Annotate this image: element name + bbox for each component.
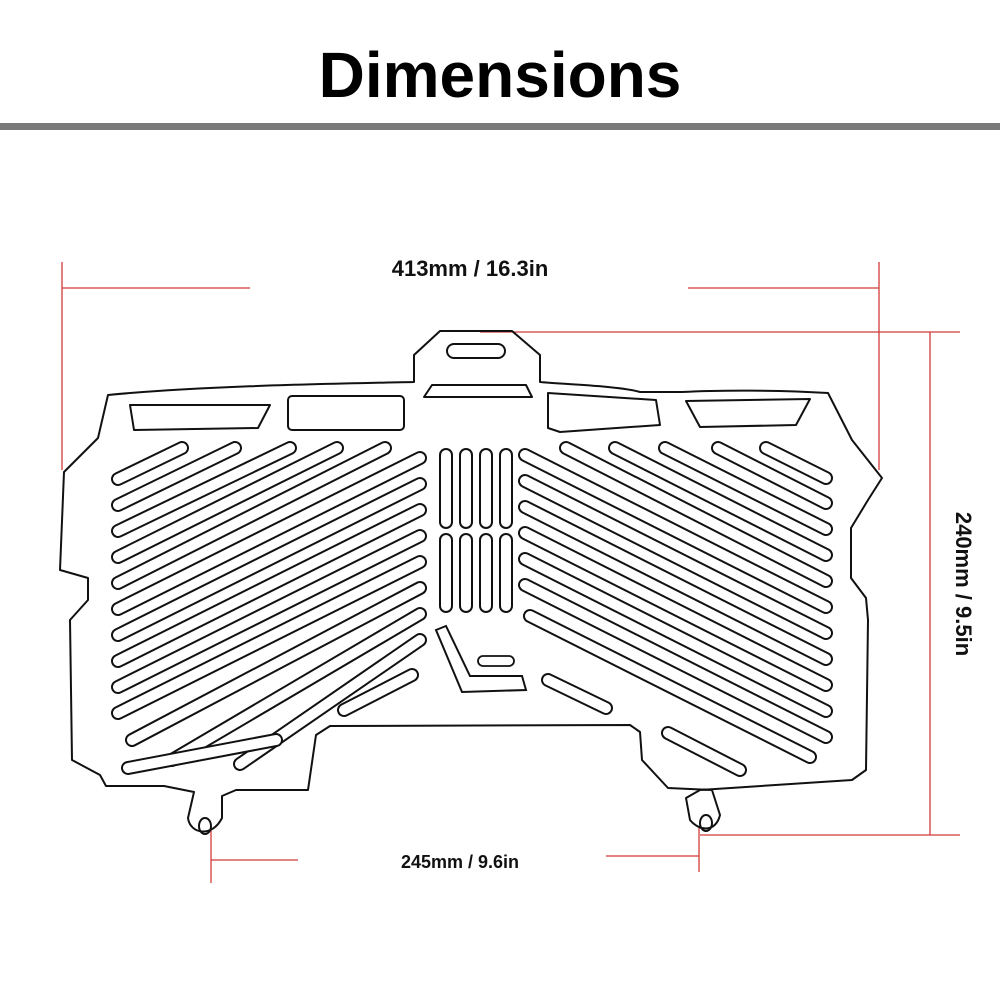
title-divider bbox=[0, 123, 1000, 130]
slot-r1 bbox=[520, 450, 831, 612]
width-dimension-label: 413mm / 16.3in bbox=[391, 256, 549, 281]
slot-r7 bbox=[525, 611, 815, 762]
slot-r3 bbox=[520, 502, 831, 664]
center-logo-l bbox=[434, 624, 528, 694]
top-slot-2 bbox=[287, 395, 405, 431]
slot-l5 bbox=[113, 443, 390, 588]
dimension-lines bbox=[61, 262, 960, 883]
slot-r10 bbox=[610, 443, 831, 560]
slot-l6 bbox=[113, 453, 425, 614]
slot-r8 bbox=[543, 675, 611, 713]
slot-r11 bbox=[660, 443, 831, 534]
top-tab-slot bbox=[446, 343, 506, 359]
slot-l11 bbox=[127, 583, 425, 745]
slot-r6 bbox=[520, 580, 831, 742]
slot-l15 bbox=[123, 735, 281, 773]
slot-l8 bbox=[113, 505, 425, 666]
slot-r12 bbox=[713, 443, 831, 508]
center-logo-dash bbox=[477, 655, 515, 667]
slot-l1 bbox=[113, 443, 187, 484]
slot-r14 bbox=[663, 728, 745, 775]
page-title: Dimensions bbox=[318, 39, 682, 111]
top-slot-4 bbox=[685, 398, 811, 428]
top-slot-1 bbox=[129, 404, 271, 431]
slot-l14 bbox=[339, 670, 417, 715]
slot-r2 bbox=[520, 476, 831, 638]
top-chevron-slot bbox=[423, 384, 533, 398]
slot-r5 bbox=[520, 554, 831, 716]
left-diagonal-slots bbox=[111, 441, 427, 775]
center-vertical-slots bbox=[439, 448, 513, 613]
mount-hole-left bbox=[198, 817, 212, 835]
right-diagonal-slots bbox=[518, 441, 833, 777]
slot-l7 bbox=[113, 479, 425, 640]
guard-outline bbox=[59, 330, 883, 835]
slot-l3 bbox=[113, 443, 295, 536]
slot-l10 bbox=[113, 557, 425, 718]
top-slot-3 bbox=[547, 392, 661, 433]
mount-spacing-dimension-label: 245mm / 9.6in bbox=[400, 852, 520, 872]
vent-slots bbox=[111, 441, 833, 777]
slot-l9 bbox=[113, 531, 425, 692]
slot-r9 bbox=[561, 443, 831, 586]
slot-l2 bbox=[113, 443, 240, 510]
mount-hole-right bbox=[699, 814, 713, 832]
height-dimension-label: 240mm / 9.5in bbox=[951, 511, 976, 657]
slot-r13 bbox=[761, 443, 831, 483]
guard-body-outline bbox=[59, 330, 883, 833]
slot-r4 bbox=[520, 528, 831, 690]
slot-l12 bbox=[167, 609, 425, 765]
slot-l4 bbox=[113, 443, 342, 562]
